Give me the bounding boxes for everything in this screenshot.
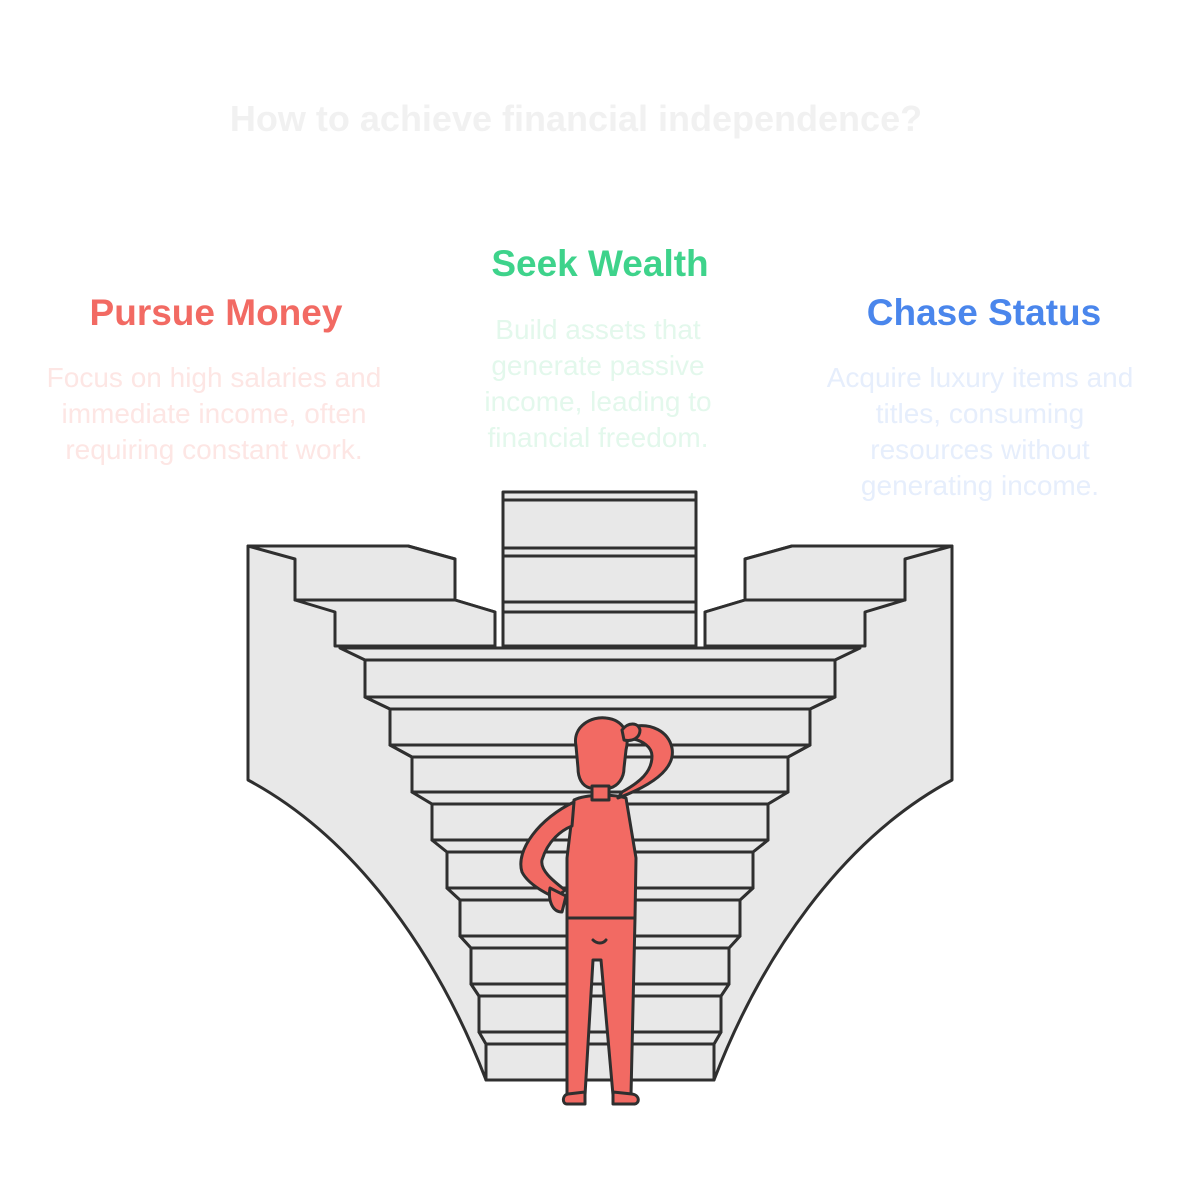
stair-step-8 bbox=[469, 982, 731, 1034]
person-hand bbox=[620, 722, 642, 742]
seek-wealth-heading: Seek Wealth bbox=[491, 243, 709, 284]
stair-step-1 bbox=[338, 646, 862, 699]
person-neck bbox=[590, 784, 611, 802]
diagram-title: How to achieve financial independence? bbox=[229, 98, 923, 139]
chase-status-description: Acquire luxury items and titles, consumi… bbox=[826, 362, 1134, 501]
stair-step-9 bbox=[477, 1030, 723, 1082]
person-head bbox=[574, 716, 629, 790]
chase-status-heading: Chase Status bbox=[866, 292, 1102, 333]
pursue-money-description: Focus on high salaries and immediate inc… bbox=[46, 362, 382, 465]
person-left-shoe bbox=[561, 1090, 587, 1106]
right-second-step bbox=[703, 598, 907, 648]
person-right-shoe bbox=[611, 1090, 640, 1106]
left-second-step bbox=[293, 598, 497, 648]
pursue-money-heading: Pursue Money bbox=[89, 292, 343, 333]
person-torso bbox=[565, 793, 638, 920]
center-pillar bbox=[501, 490, 698, 648]
person-figure bbox=[519, 716, 674, 1106]
seek-wealth-description: Build assets that generate passive incom… bbox=[484, 314, 712, 453]
descending-steps bbox=[338, 646, 862, 1082]
person-left-hand bbox=[548, 886, 568, 914]
